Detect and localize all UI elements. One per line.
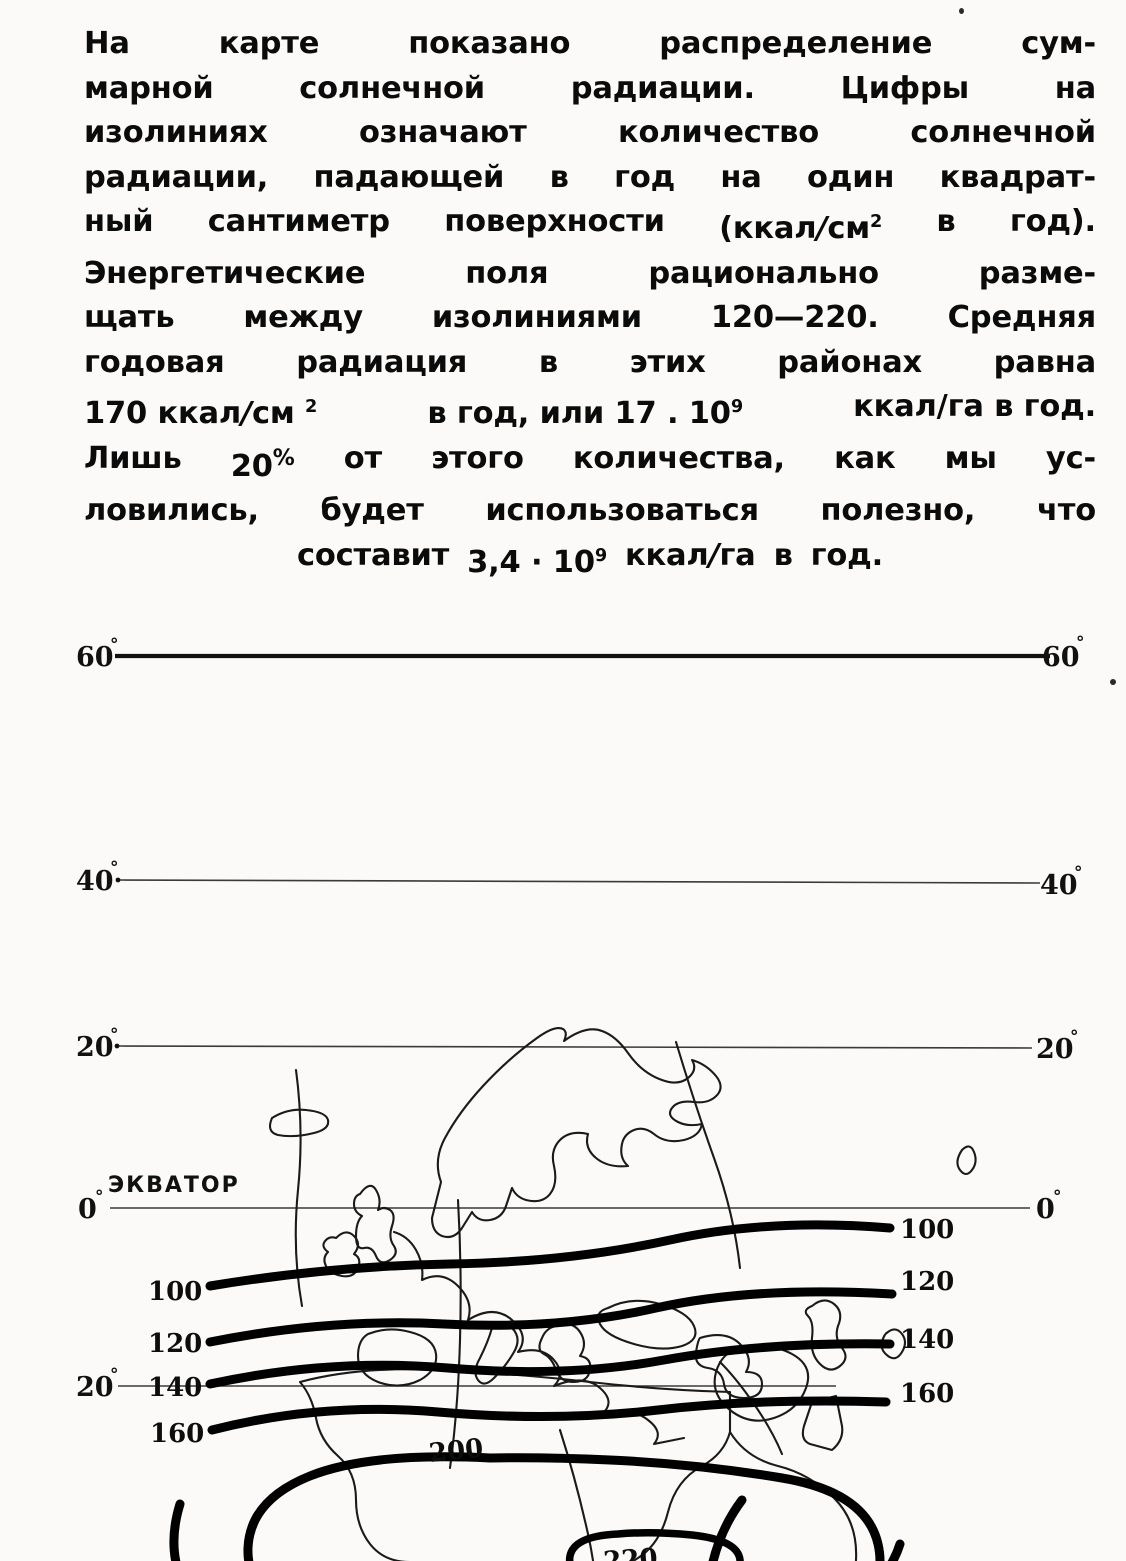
coastline-iceland [268, 1108, 330, 1138]
coastline-africa-west [298, 1368, 732, 1561]
isoline-label-220: 220 [602, 1543, 658, 1561]
lat-deg-20n-left: ° [110, 1025, 119, 1045]
isoline-120-north [205, 1287, 897, 1347]
coastline-horn-of-africa [801, 1394, 844, 1452]
lat-deg-40-right: ° [1074, 863, 1083, 883]
isoline-label-120-right: 120 [900, 1267, 954, 1297]
graticule-tick [114, 1043, 120, 1049]
isoline-160-north [207, 1396, 891, 1435]
coastline-inland-line-2 [448, 1198, 462, 1470]
coastline-iberia [356, 1328, 438, 1387]
isoline-160-east-lower [708, 1495, 747, 1561]
parallel-40 [119, 879, 1041, 884]
graticule [110, 653, 1050, 1387]
lat-label-20s-left: 20 [76, 1372, 114, 1403]
lat-deg-60-left: ° [110, 635, 119, 655]
isoline-label-140-right: 140 [900, 1325, 954, 1355]
isoline-label-120-left: 120 [148, 1329, 202, 1359]
isoline-label-160-left: 160 [150, 1419, 204, 1449]
equator-label: ЭКВАТОР [108, 1173, 240, 1198]
lat-label-60-left: 60 [76, 642, 114, 673]
coastline-africa-east [728, 1430, 858, 1561]
lat-deg-60-right: ° [1076, 633, 1085, 653]
lat-label-20n-left: 20 [76, 1032, 114, 1063]
latitude-labels-left: 60 ° 40 ° 20 ° 0 ° 20 ° [76, 635, 119, 1403]
coastline-scandinavia [430, 1027, 722, 1239]
lat-label-40-left: 40 [76, 866, 114, 897]
scan-speck [959, 8, 964, 14]
solar-radiation-map: 60 ° 40 ° 20 ° 0 ° 20 ° 60 ° 40 ° 20 ° 0… [0, 490, 1126, 1561]
lat-label-20n-right: 20 [1036, 1034, 1074, 1065]
coastline-greece-balkans [538, 1322, 592, 1384]
lat-deg-20n-right: ° [1070, 1027, 1079, 1047]
isoline-label-100-right: 100 [900, 1215, 954, 1245]
lat-deg-20s-left: ° [110, 1365, 119, 1385]
isoline-200-loop [243, 1452, 885, 1561]
parallel-20n [117, 1045, 1033, 1049]
lat-deg-0-left: ° [95, 1187, 104, 1207]
isoline-labels: 100 120 140 160 100 120 140 160 200 220 … [148, 1215, 954, 1561]
lat-label-60-right: 60 [1042, 642, 1080, 673]
isoline-180-north [169, 1499, 905, 1561]
isoline-label-100-left: 100 [148, 1277, 202, 1307]
isoline-140-north [205, 1339, 895, 1389]
isolines [169, 1220, 905, 1561]
isoline-100-north [205, 1220, 895, 1291]
lat-deg-40-left: ° [110, 858, 119, 878]
latitude-labels-right: 60 ° 40 ° 20 ° 0 ° [1036, 633, 1085, 1225]
isoline-label-200: 200 [428, 1433, 485, 1469]
scan-speck [1110, 679, 1116, 685]
graticule-tick [115, 877, 121, 883]
coastline-great-britain [352, 1184, 397, 1264]
lat-label-0-left: 0 [78, 1194, 97, 1225]
lat-label-0-right: 0 [1036, 1194, 1055, 1225]
isoline-label-160-right: 160 [900, 1379, 954, 1409]
isoline-220-loop [565, 1528, 744, 1561]
lat-label-40-right: 40 [1040, 870, 1078, 901]
coastline-ireland [322, 1231, 361, 1278]
lat-deg-0-right: ° [1053, 1187, 1062, 1207]
isoline-label-140-left: 140 [148, 1373, 202, 1403]
coastline-caspian [804, 1299, 847, 1371]
coastline-arabia [713, 1344, 810, 1422]
coastline-small-island-east [956, 1145, 977, 1176]
